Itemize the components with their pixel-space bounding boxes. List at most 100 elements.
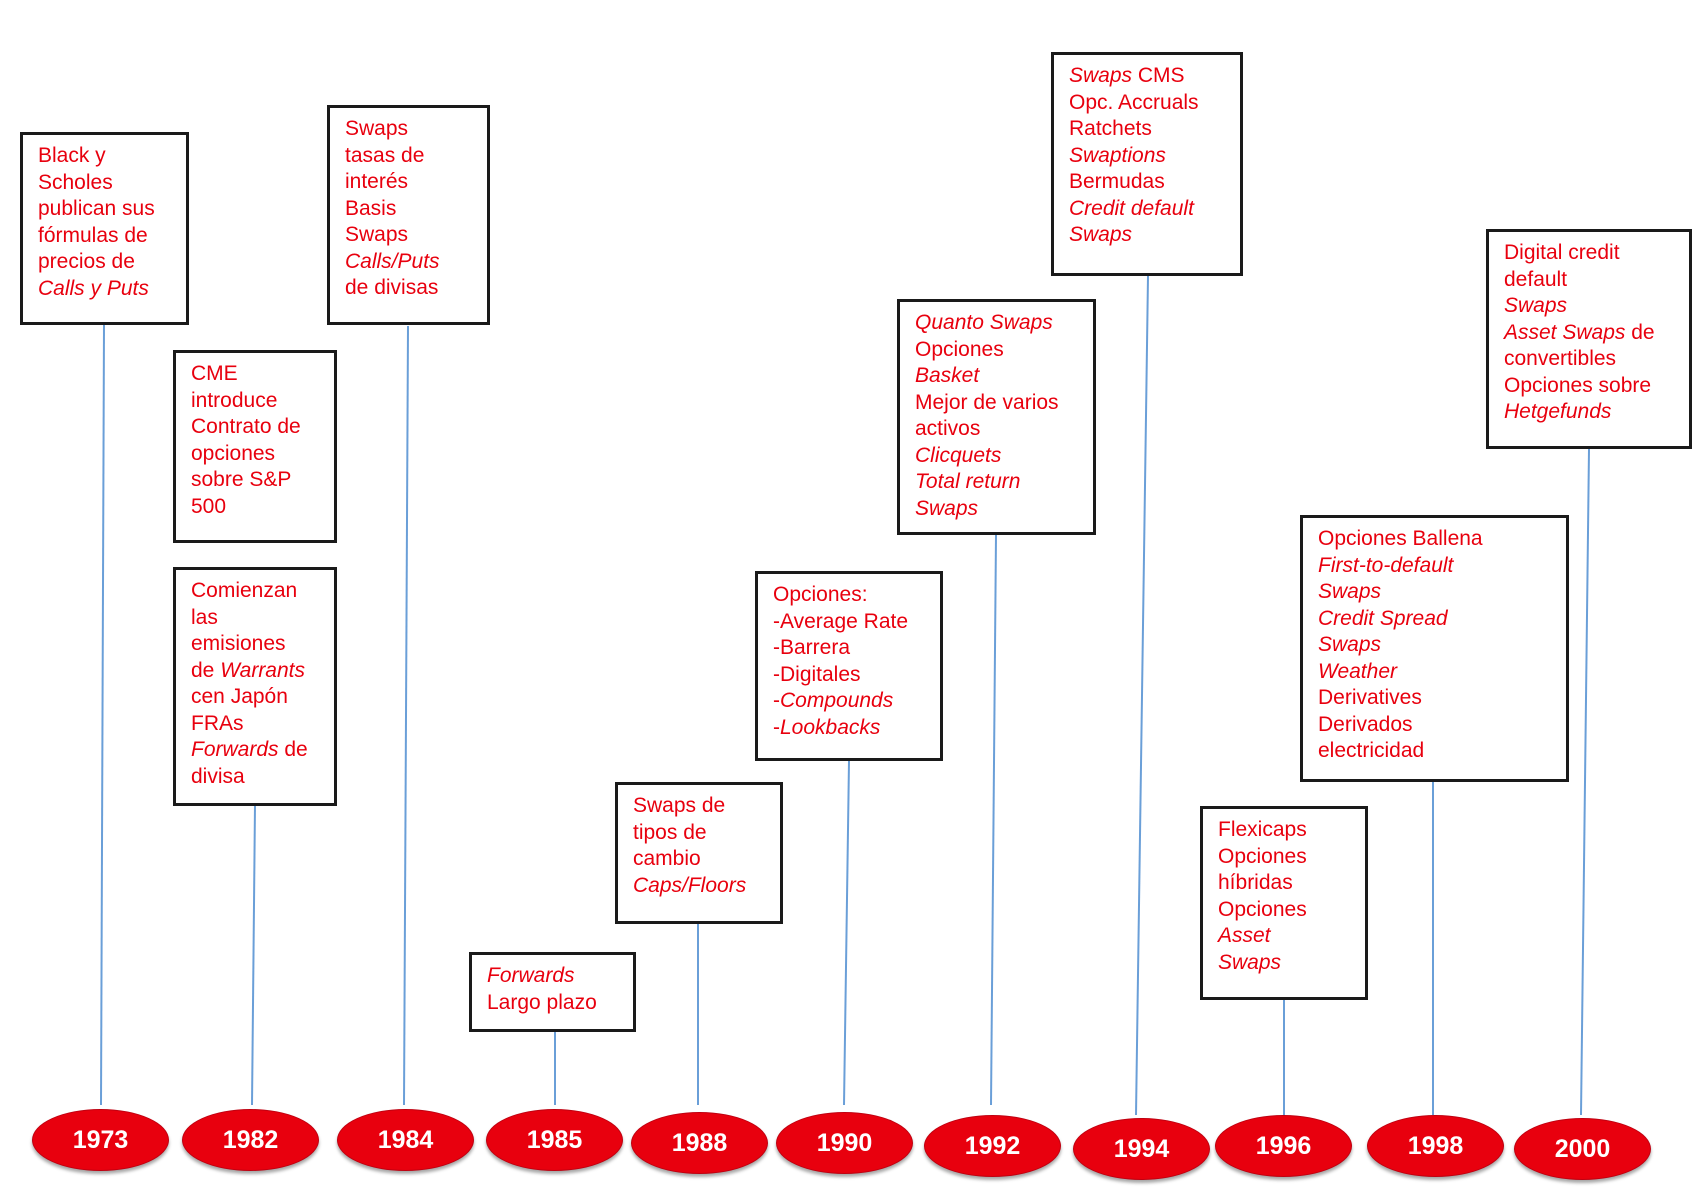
event-text: sobre S&P (191, 468, 292, 491)
event-text-italic: Calls/Puts (345, 249, 440, 273)
event-text-line: interés (345, 169, 477, 196)
event-text-line: default (1504, 267, 1679, 294)
event-text-line: divisa (191, 764, 324, 791)
year-marker-1994: 1994 (1073, 1118, 1210, 1180)
event-text-line: Flexicaps (1218, 817, 1355, 844)
event-text: 500 (191, 494, 227, 518)
event-text: Flexicaps (1218, 818, 1307, 841)
event-text-line: cen Japón (191, 684, 324, 711)
event-text-italic: Basket (915, 364, 980, 387)
event-text-italic: Forwards (487, 964, 575, 987)
event-text: las (191, 605, 218, 629)
event-text: opciones (191, 441, 276, 465)
event-text: precios de (38, 250, 135, 273)
event-text-line: Opciones sobre (1504, 373, 1679, 400)
event-text-italic: Forwards (191, 738, 279, 761)
connector-line-1992 (990, 534, 997, 1106)
event-text-line: tasas de (345, 143, 477, 170)
event-text-line: CME (191, 361, 324, 388)
event-text: Swaps (345, 117, 409, 140)
year-marker-1988: 1988 (631, 1112, 768, 1174)
event-text: cen Japón (191, 685, 288, 708)
event-text: fórmulas de (38, 223, 148, 247)
event-text-line: Calls y Puts (38, 276, 176, 303)
connector-line-2000 (1580, 448, 1590, 1116)
event-text: default (1504, 267, 1568, 291)
event-text: cambio (633, 847, 701, 870)
event-text: híbridas (1218, 871, 1293, 894)
event-text-line: emisiones (191, 631, 324, 658)
event-text-italic: First-to-default (1318, 553, 1454, 577)
event-text: convertibles (1504, 347, 1617, 370)
event-text-italic: Credit Spread (1318, 606, 1448, 630)
event-text-line: Opciones (1218, 897, 1355, 924)
event-text: Opciones (915, 337, 1004, 361)
event-text-line: Quanto Swaps (915, 310, 1083, 337)
event-text-line: Clicquets (915, 443, 1083, 470)
event-text: Ratchets (1069, 117, 1152, 140)
event-text: - (773, 715, 780, 739)
event-text-line: Comienzan (191, 578, 324, 605)
event-text: FRAs (191, 711, 244, 735)
event-text: de divisas (345, 276, 439, 299)
event-text-line: Asset Swaps de (1504, 320, 1679, 347)
event-text: Largo plazo (487, 990, 597, 1014)
event-text-italic: Swaps (1069, 64, 1133, 87)
event-text-italic: Warrants (220, 658, 306, 682)
event-text-italic: Asset Swaps (1504, 320, 1626, 344)
event-text-italic: Clicquets (915, 443, 1002, 467)
event-text-line: introduce (191, 388, 324, 415)
event-text-line: Forwards de (191, 737, 324, 764)
event-text-line: Swaps (345, 116, 477, 143)
event-text-line: Swaptions (1069, 143, 1230, 170)
event-text: interés (345, 170, 409, 193)
event-text-line: Mejor de varios (915, 390, 1083, 417)
event-text-line: Forwards (487, 963, 623, 990)
event-text-line: de Warrants (191, 658, 324, 685)
event-text-line: -Average Rate (773, 609, 930, 636)
event-text-italic: Swaps (1318, 633, 1382, 656)
event-text: Mejor de varios (915, 390, 1059, 414)
event-text: Opciones sobre (1504, 373, 1652, 397)
event-text-line: Basket (915, 363, 1083, 390)
event-text-italic: Swaps (1069, 223, 1133, 246)
event-text-line: -Digitales (773, 662, 930, 689)
event-text-line: Largo plazo (487, 990, 623, 1017)
event-text: introduce (191, 388, 278, 412)
event-text: CME (191, 362, 238, 385)
event-text: de (191, 658, 221, 682)
event-text-line: convertibles (1504, 346, 1679, 373)
event-text: tasas de (345, 143, 425, 167)
event-text-italic: Quanto Swaps (915, 311, 1053, 334)
event-text-italic: Lookbacks (780, 715, 881, 739)
event-text-line: tipos de (633, 820, 770, 847)
event-text: Swaps de (633, 794, 726, 817)
event-text-italic: Asset (1218, 924, 1271, 947)
event-text-line: Credit default (1069, 196, 1230, 223)
year-marker-1996: 1996 (1215, 1115, 1352, 1177)
year-marker-1982: 1982 (182, 1109, 319, 1171)
event-text: -Digitales (773, 662, 861, 686)
event-text: de (278, 738, 308, 761)
event-text-line: Caps/Floors (633, 873, 770, 900)
event-text-line: Total return (915, 469, 1083, 496)
event-text: Scholes (38, 170, 113, 194)
event-text: Black y (38, 144, 106, 167)
event-text-line: Basis (345, 196, 477, 223)
event-text-line: Ratchets (1069, 116, 1230, 143)
event-text-line: publican sus (38, 196, 176, 223)
event-text: Basis (345, 196, 397, 220)
event-text: Digital credit (1504, 241, 1620, 264)
event-text: Opc. Accruals (1069, 90, 1199, 114)
event-text-line: Credit Spread (1318, 606, 1556, 633)
event-text: Opciones (1218, 897, 1307, 921)
